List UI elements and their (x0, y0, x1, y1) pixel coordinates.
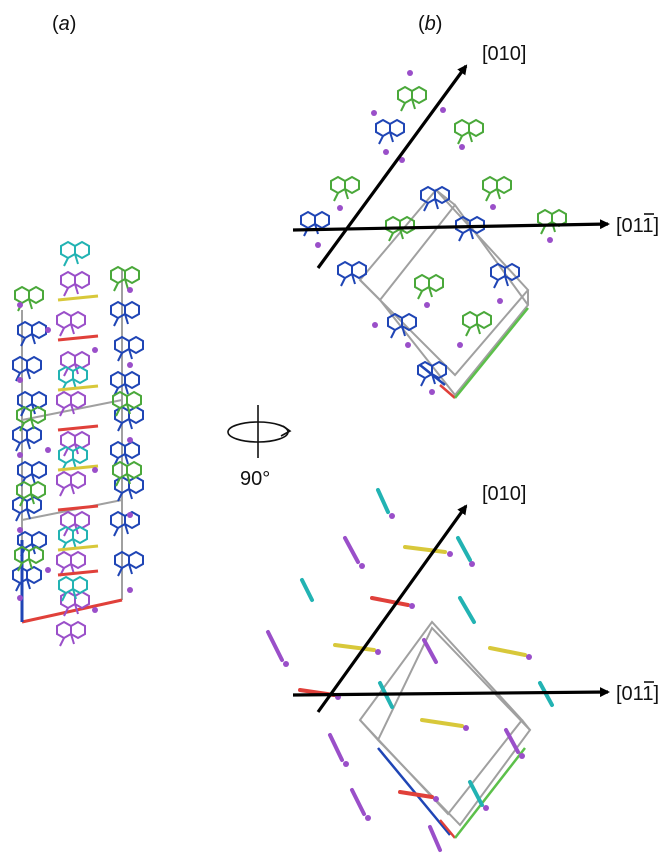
top-label-010: [010] (482, 43, 526, 65)
bottom-axis-c (377, 747, 451, 836)
bottom-arrow-010 (316, 504, 468, 713)
bottom-arrow-011bar (292, 687, 610, 698)
top-axis-a (439, 384, 456, 399)
bottom-label-010: [010] (482, 483, 526, 505)
bottom-label-011bar: [011] (616, 681, 659, 705)
bottom-edge-molecules (266, 488, 554, 852)
panel-a-right-column (110, 301, 144, 577)
top-arrow-011bar (292, 219, 610, 232)
bottom-axis-b (454, 747, 526, 839)
top-unit-cell (358, 188, 530, 397)
svg-text:[011]: [011] (616, 683, 659, 705)
rotation-angle: 90° (240, 468, 270, 490)
panel-b-top-view (292, 64, 610, 399)
panel-a-axis-red (21, 598, 123, 624)
panel-label-a: (a) (52, 13, 76, 35)
bottom-axis-a (439, 819, 456, 839)
panel-b-bottom-view (266, 488, 610, 852)
top-axis-b (454, 307, 529, 399)
panel-label-b: (b) (418, 13, 442, 35)
top-green-molecules (330, 86, 567, 337)
panel-a-stack (12, 241, 144, 647)
rotation-arrow-icon (227, 405, 292, 458)
svg-text:[011]: [011] (616, 215, 659, 237)
top-arrow-010 (316, 64, 468, 269)
top-label-011bar: [011] (616, 213, 659, 237)
